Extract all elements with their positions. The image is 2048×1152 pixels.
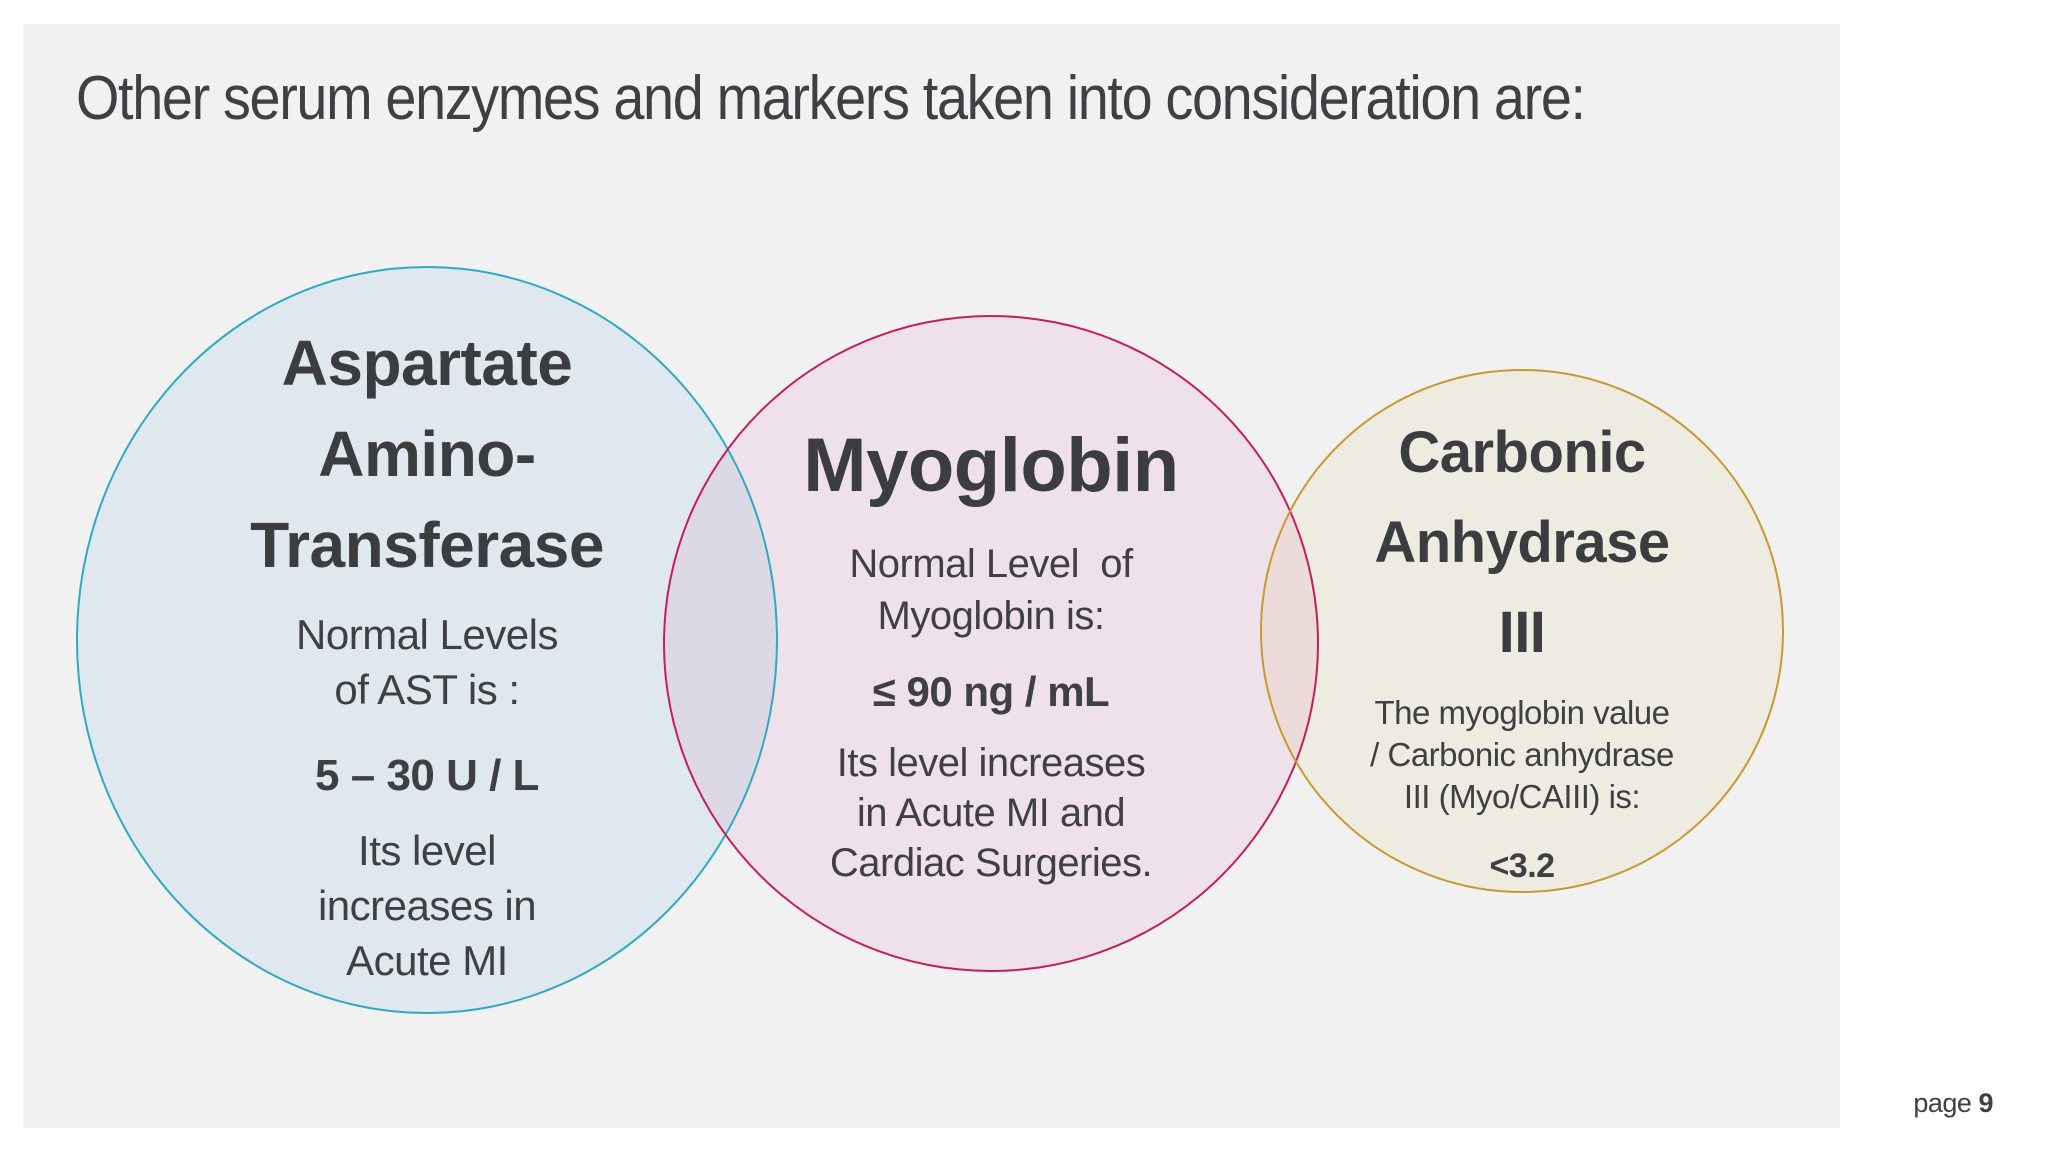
caiii-heading-line: Carbonic (1398, 420, 1646, 485)
venn-diagram: Aspartate Amino- Transferase Normal Leve… (23, 24, 1840, 1128)
caiii-heading-line: Anhydrase (1374, 510, 1670, 575)
page-number-label: page (1913, 1088, 1972, 1118)
ast-increase-text: Its level increases in Acute MI (317, 827, 537, 984)
myoglobin-heading: Myoglobin (671, 420, 1311, 512)
ast-heading-line: Amino- (318, 418, 536, 490)
slide-title: Other serum enzymes and markers taken in… (76, 64, 1586, 133)
ast-normal-levels-text: Normal Levels of AST is : (296, 611, 558, 713)
myoglobin-text-group: Myoglobin Normal Level of Myoglobin is: … (671, 420, 1311, 888)
slide-background: Other serum enzymes and markers taken in… (23, 24, 1840, 1128)
ast-heading-line: Transferase (250, 509, 604, 581)
page-number: page 9 (1913, 1088, 1993, 1119)
caiii-heading: Carbonic Anhydrase III (1242, 408, 1802, 678)
ast-heading: Aspartate Amino- Transferase (87, 318, 767, 591)
myoglobin-normal-level-text: Normal Level of Myoglobin is: (849, 542, 1133, 638)
page-number-value: 9 (1978, 1088, 1993, 1118)
caiii-ratio-text: The myoglobin value / Carbonic anhydrase… (1370, 694, 1674, 815)
caiii-circle-outline (1260, 369, 1784, 893)
caiii-text-group: Carbonic Anhydrase III The myoglobin val… (1242, 408, 1802, 888)
caiii-ratio-value: <3.2 (1489, 847, 1555, 885)
ast-heading-line: Aspartate (281, 327, 573, 399)
caiii-heading-line: III (1498, 600, 1546, 665)
myoglobin-heading-line: Myoglobin (803, 423, 1179, 508)
ast-text-group: Aspartate Amino- Transferase Normal Leve… (87, 318, 767, 988)
myoglobin-increase-text: Its level increases in Acute MI and Card… (829, 741, 1153, 885)
myoglobin-normal-range-value: ≤ 90 ng / mL (872, 668, 1110, 715)
ast-normal-range-value: 5 – 30 U / L (315, 751, 539, 800)
